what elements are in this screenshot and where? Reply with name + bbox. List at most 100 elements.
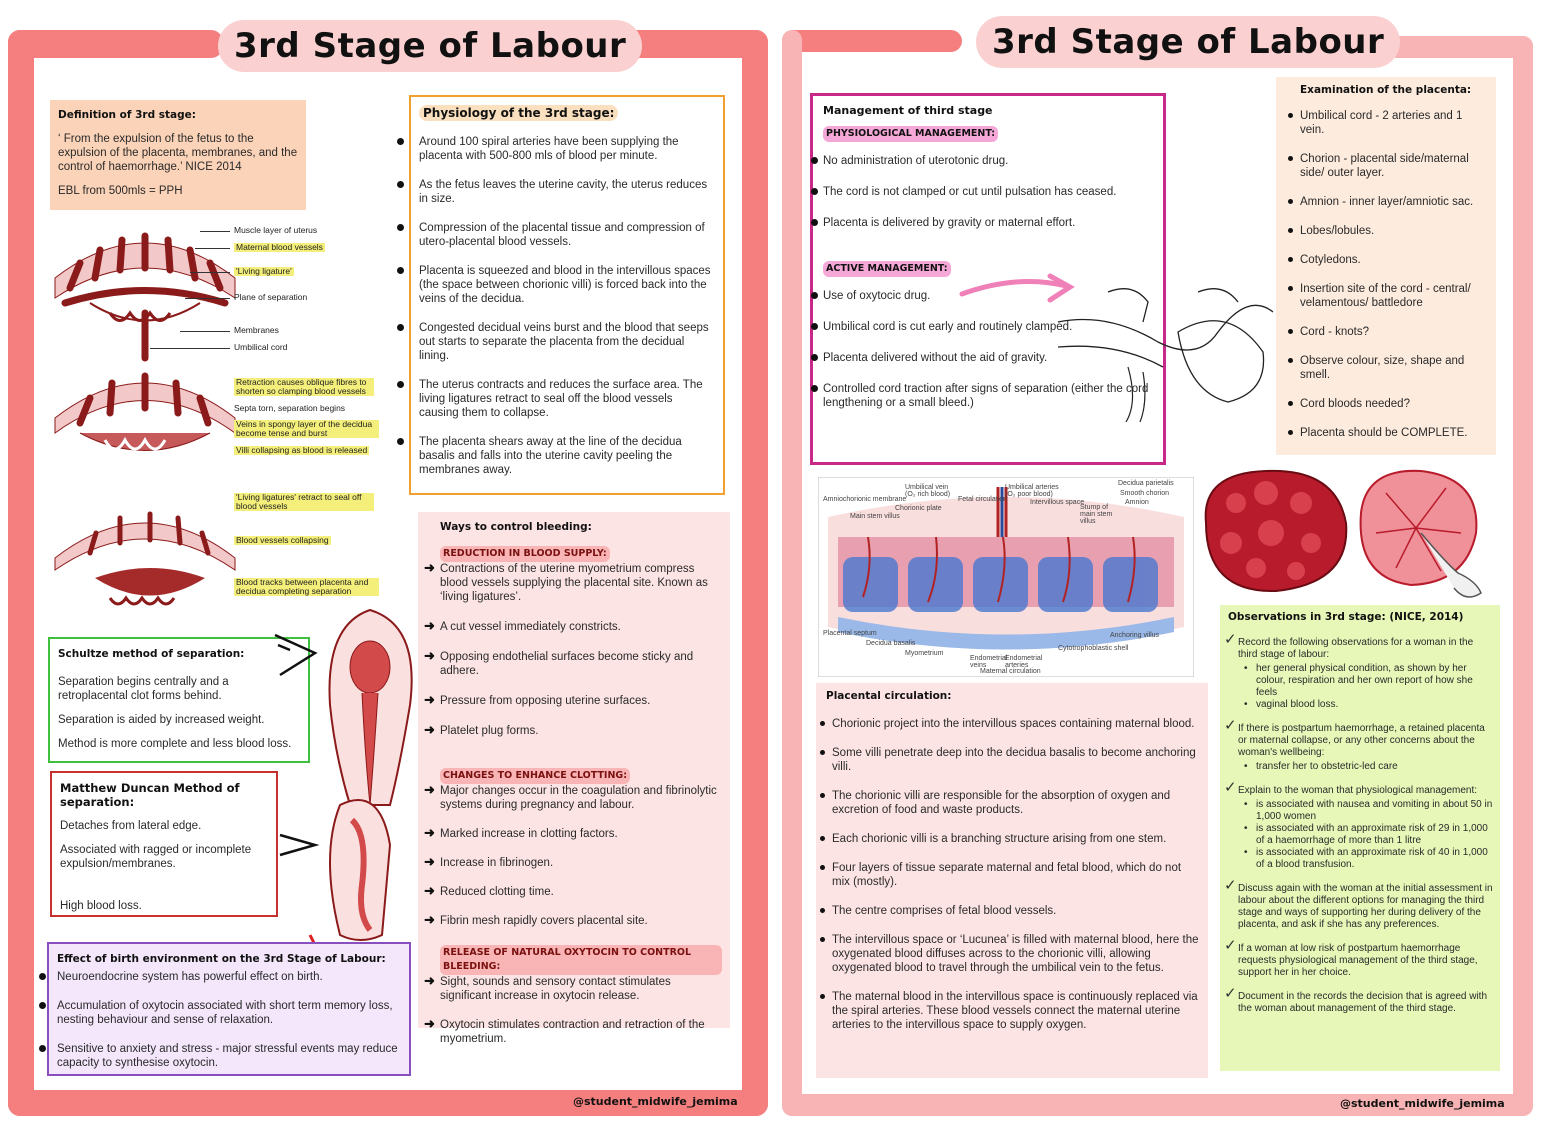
observation-subitems: is associated with nausea and vomiting i… bbox=[1238, 799, 1494, 871]
definition-box: Definition of 3rd stage: ‘ From the expu… bbox=[50, 100, 306, 210]
circulation-list: Chorionic project into the intervillous … bbox=[820, 717, 1200, 1032]
item-text: Contractions of the uterine myometrium c… bbox=[440, 563, 708, 603]
item-text: Record the following observations for a … bbox=[1238, 637, 1474, 660]
item-text: Platelet plug forms. bbox=[440, 725, 539, 737]
item-text: Fibrin mesh rapidly covers placental sit… bbox=[440, 915, 648, 927]
right-frame-right bbox=[1513, 36, 1533, 1116]
label-collapsing: Blood vessels collapsing bbox=[234, 535, 331, 545]
check-icon: ✓ bbox=[1224, 985, 1237, 1002]
arrow-icon: ➜ bbox=[424, 782, 435, 797]
circulation-item: Some villi penetrate deep into the decid… bbox=[820, 746, 1200, 774]
physio-mgmt-item: No administration of uterotonic drug. bbox=[811, 154, 1155, 168]
circ-label: Decidua basalis bbox=[866, 640, 916, 647]
right-page-title: 3rd Stage of Labour bbox=[976, 16, 1401, 68]
label-line bbox=[180, 331, 230, 332]
circ-label: Main stem villus bbox=[850, 513, 900, 520]
examination-item: Lobes/lobules. bbox=[1288, 224, 1488, 238]
item-text: The chorionic villi are responsible for … bbox=[832, 790, 1171, 816]
bullet-icon bbox=[1288, 286, 1293, 291]
schultze-box: Schultze method of separation: Separatio… bbox=[48, 637, 310, 763]
item-text: Reduced clotting time. bbox=[440, 886, 554, 898]
item-text: The intervillous space or ‘Lucunea’ is f… bbox=[832, 934, 1199, 974]
examination-box: Examination of the placenta: Umbilical c… bbox=[1276, 77, 1496, 455]
reduction-item: ➜ Pressure from opposing uterine surfaces… bbox=[424, 693, 722, 708]
circ-label: Amnion bbox=[1125, 499, 1149, 506]
item-text: Each chorionic villi is a branching stru… bbox=[832, 833, 1167, 845]
examination-list: Umbilical cord - 2 arteries and 1 vein.C… bbox=[1288, 109, 1488, 440]
label-line bbox=[150, 348, 230, 349]
observations-heading: Observations in 3rd stage: (NICE, 2014) bbox=[1228, 611, 1464, 623]
definition-ebl: EBL from 500mls = PPH bbox=[58, 185, 183, 197]
item-text: Lobes/lobules. bbox=[1300, 225, 1375, 237]
physio-mgmt-item: The cord is not clamped or cut until pul… bbox=[811, 185, 1155, 199]
bleeding-box: Ways to control bleeding: REDUCTION IN B… bbox=[418, 512, 730, 1045]
item-text: Around 100 spiral arteries have been sup… bbox=[419, 136, 679, 162]
reduction-item: ➜A cut vessel immediately constricts. bbox=[424, 619, 722, 634]
left-frame-bottom bbox=[8, 1090, 768, 1116]
bullet-icon bbox=[397, 267, 404, 274]
bullet-icon bbox=[820, 721, 825, 726]
bullet-icon bbox=[39, 973, 46, 980]
environment-list: Neuroendocrine system has powerful effec… bbox=[39, 970, 401, 1070]
reduction-item: ➜Contractions of the uterine myometrium … bbox=[424, 561, 722, 604]
bullet-icon bbox=[397, 324, 404, 331]
observation-item: ✓Explain to the woman that physiological… bbox=[1224, 780, 1494, 797]
label-muscle: Muscle layer of uterus bbox=[234, 225, 318, 235]
physiology-box: Physiology of the 3rd stage: Around 100 … bbox=[397, 95, 725, 495]
item-text: Placenta should be COMPLETE. bbox=[1300, 427, 1468, 439]
left-frame-left bbox=[8, 30, 34, 1116]
observation-item: ✓If a woman at low risk of postpartum ha… bbox=[1224, 938, 1494, 979]
left-page-title: 3rd Stage of Labour bbox=[218, 20, 643, 72]
physio-mgmt-heading: PHYSIOLOGICAL MANAGEMENT: bbox=[823, 126, 999, 142]
circ-label: Maternal circulation bbox=[980, 668, 1041, 675]
left-frame-right bbox=[742, 30, 768, 1116]
bullet-icon bbox=[397, 381, 404, 388]
item-text: Cord - knots? bbox=[1300, 326, 1370, 338]
environment-heading: Effect of birth environment on the 3rd S… bbox=[57, 953, 386, 965]
oxytocin-item: ➜Oxytocin stimulates contraction and ret… bbox=[424, 1017, 722, 1046]
bullet-icon bbox=[820, 836, 825, 841]
item-text: Some villi penetrate deep into the decid… bbox=[832, 747, 1196, 773]
arrow-icon: ➜ bbox=[424, 648, 435, 663]
item-text: Discuss again with the woman at the init… bbox=[1238, 883, 1493, 930]
circulation-heading: Placental circulation: bbox=[826, 690, 952, 702]
oxytocin-item: ➜Sight, sounds and sensory contact stimu… bbox=[424, 974, 722, 1003]
observation-subitem: vaginal blood loss. bbox=[1238, 699, 1494, 711]
label-veins: Veins in spongy layer of the decidua bec… bbox=[234, 420, 379, 438]
bullet-icon bbox=[811, 292, 818, 299]
observation-item: ✓Record the following observations for a… bbox=[1224, 632, 1494, 661]
bleeding-heading: Ways to control bleeding: bbox=[440, 521, 592, 533]
examination-heading: Examination of the placenta: bbox=[1300, 84, 1472, 96]
physiology-item: Compression of the placental tissue and … bbox=[397, 221, 715, 249]
arrow-icon: ➜ bbox=[424, 692, 435, 707]
placenta-drawings bbox=[1204, 469, 1482, 598]
bullet-icon bbox=[820, 994, 825, 999]
physiology-heading: Physiology of the 3rd stage: bbox=[419, 105, 715, 121]
item-text: Accumulation of oxytocin associated with… bbox=[57, 1000, 393, 1026]
observations-box: Observations in 3rd stage: (NICE, 2014) … bbox=[1220, 605, 1500, 1071]
management-box: Management of third stage PHYSIOLOGICAL … bbox=[810, 93, 1166, 465]
item-text: The cord is not clamped or cut until pul… bbox=[823, 186, 1117, 198]
item-text: Pressure from opposing uterine surfaces. bbox=[440, 695, 651, 707]
bullet-icon bbox=[397, 138, 404, 145]
bullet-icon bbox=[1288, 401, 1293, 406]
check-icon: ✓ bbox=[1224, 779, 1237, 796]
arrow-icon: ➜ bbox=[424, 883, 435, 898]
circ-label: Chorionic plate bbox=[895, 505, 942, 512]
physio-mgmt-list: No administration of uterotonic drug. The… bbox=[811, 154, 1155, 230]
item-text: The maternal blood in the intervillous s… bbox=[832, 991, 1198, 1031]
schultze-item: Separation begins centrally and a retrop… bbox=[58, 676, 229, 702]
label-plane: Plane of separation bbox=[234, 292, 308, 302]
schultze-item: Separation is aided by increased weight. bbox=[58, 714, 265, 726]
circ-label: Fetal circulation bbox=[958, 496, 1008, 503]
pink-arrow bbox=[959, 273, 1075, 303]
examination-item: Chorion - placental side/maternal side/ … bbox=[1288, 152, 1488, 180]
arrow-icon: ➜ bbox=[424, 722, 435, 737]
check-icon: ✓ bbox=[1224, 877, 1237, 894]
observation-subitem: transfer her to obstetric-led care bbox=[1238, 761, 1494, 773]
physiology-item: Congested decidual veins burst and the b… bbox=[397, 321, 715, 363]
bullet-icon bbox=[811, 323, 818, 330]
oxytocin-heading: RELEASE OF NATURAL OXYTOCIN TO CONTROL B… bbox=[440, 945, 722, 975]
bullet-icon bbox=[811, 157, 818, 164]
check-icon: ✓ bbox=[1224, 717, 1237, 734]
